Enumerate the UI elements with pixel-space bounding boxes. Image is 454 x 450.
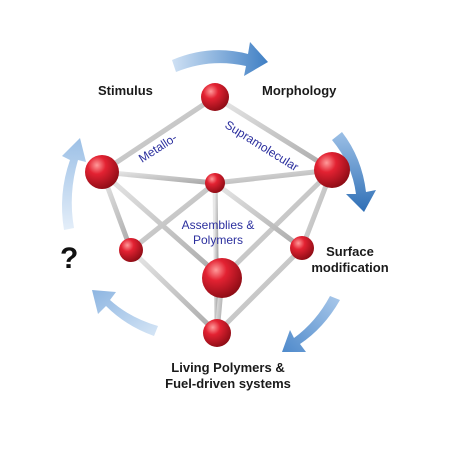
question-mark: ? xyxy=(60,242,78,275)
node-front-center xyxy=(202,258,242,298)
node-top xyxy=(201,83,229,111)
label-modification: modification xyxy=(311,260,388,275)
label-assemblies: Assemblies & xyxy=(182,218,255,232)
arrow-left xyxy=(62,138,86,230)
arrow-bottom-left xyxy=(92,290,158,336)
cube-rods xyxy=(99,94,335,336)
label-fuel-driven: Fuel-driven systems xyxy=(165,376,291,391)
node-right-lower xyxy=(290,236,314,260)
node-bottom xyxy=(203,319,231,347)
label-surface: Surface xyxy=(326,244,374,259)
node-left-upper xyxy=(85,155,119,189)
label-polymers: Polymers xyxy=(193,233,243,247)
arrow-right xyxy=(332,132,376,212)
cycle-arrows xyxy=(62,42,376,352)
node-back-center xyxy=(205,173,225,193)
arrow-top xyxy=(172,42,268,76)
label-stimulus: Stimulus xyxy=(98,83,153,98)
node-left-lower xyxy=(119,238,143,262)
node-right-upper xyxy=(314,152,350,188)
arrow-bottom-right xyxy=(282,296,340,352)
label-morphology: Morphology xyxy=(262,83,337,98)
label-living-polymers: Living Polymers & xyxy=(171,360,284,375)
cube-nodes xyxy=(85,83,350,347)
